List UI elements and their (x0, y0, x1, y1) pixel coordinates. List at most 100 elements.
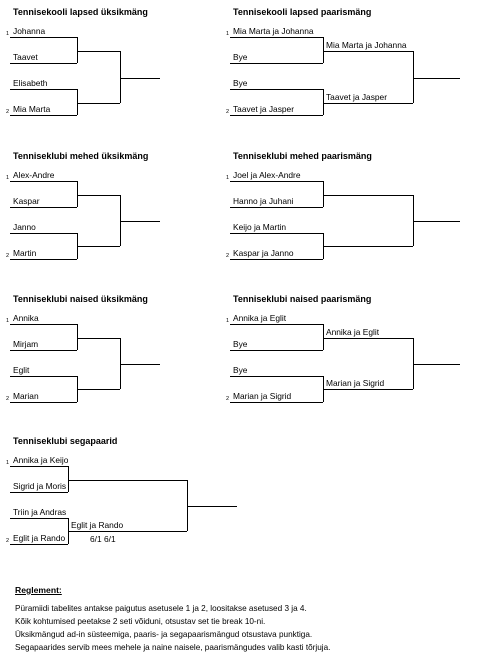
final-line (413, 78, 460, 79)
round1-line (230, 37, 323, 38)
player-name: Eglit ja Rando (13, 533, 66, 543)
round1-line (230, 181, 323, 182)
player-name: Annika ja Keijo (13, 455, 69, 465)
player-name: Marian (13, 391, 39, 401)
player-name: Kaspar ja Janno (233, 248, 294, 258)
semifinal-line (323, 389, 413, 390)
round1-connector (323, 37, 324, 63)
final-line (413, 364, 460, 365)
round1-line (10, 37, 77, 38)
bracket-title: Tennisekooli lapsed üksikmäng (13, 7, 148, 17)
round1-line (230, 350, 323, 351)
semifinal-name: Mia Marta ja Johanna (326, 40, 407, 50)
final-line (413, 221, 460, 222)
semifinal-line (68, 531, 187, 532)
round1-line (230, 402, 323, 403)
player-name: Johanna (13, 26, 46, 36)
semifinal-name: Taavet ja Jasper (326, 92, 387, 102)
round1-line (10, 259, 77, 260)
player-name: Taavet (13, 52, 38, 62)
seed-number: 2 (6, 396, 10, 402)
semifinal-connector (187, 480, 188, 531)
round1-line (10, 89, 77, 90)
round1-line (230, 89, 323, 90)
semifinal-connector (120, 338, 121, 389)
round1-line (10, 350, 77, 351)
semifinal-line (77, 103, 120, 104)
semifinal-line (323, 246, 413, 247)
round1-line (230, 259, 323, 260)
seed-number: 1 (6, 460, 10, 466)
round1-line (10, 544, 68, 545)
semifinal-line (323, 103, 413, 104)
rule-line-3: Üksikmängud ad-in süsteemiga, paaris- ja… (15, 630, 313, 639)
bracket-title: Tenniseklubi mehed paarismäng (233, 151, 372, 161)
round1-line (10, 233, 77, 234)
semifinal-connector (120, 195, 121, 246)
rule-line-4: Segapaarides servib mees mehele ja naine… (15, 643, 331, 652)
semifinal-line (77, 246, 120, 247)
round1-line (10, 376, 77, 377)
semifinal-name: Marian ja Sigrid (326, 378, 385, 388)
semifinal-name: Annika ja Eglit (326, 327, 380, 337)
seed-number: 2 (226, 253, 230, 259)
semifinal-connector (413, 338, 414, 389)
seed-number: 1 (226, 175, 230, 181)
semifinal-connector (413, 51, 414, 103)
semifinal-score: 6/1 6/1 (90, 534, 116, 544)
semifinal-line (77, 338, 120, 339)
round1-line (10, 63, 77, 64)
player-name: Kaspar (13, 196, 40, 206)
player-name: Keijo ja Martin (233, 222, 287, 232)
round1-connector (77, 89, 78, 115)
round1-line (10, 324, 77, 325)
player-name: Bye (233, 339, 248, 349)
semifinal-line (77, 195, 120, 196)
seed-number: 2 (226, 109, 230, 115)
bracket-title: Tenniseklubi segapaarid (13, 436, 118, 446)
player-name: Eglit (13, 365, 30, 375)
player-name: Bye (233, 365, 248, 375)
round1-line (230, 324, 323, 325)
round1-line (10, 115, 77, 116)
round1-line (10, 466, 68, 467)
seed-number: 1 (6, 318, 10, 324)
semifinal-line (77, 51, 120, 52)
rules-heading: Reglement: (15, 585, 62, 595)
bracket-title: Tenniseklubi naised üksikmäng (13, 294, 148, 304)
player-name: Alex-Andre (13, 170, 55, 180)
round1-connector (323, 181, 324, 207)
round1-line (10, 181, 77, 182)
rule-line-2: Kõik kohtumised peetakse 2 seti võiduni,… (15, 617, 266, 626)
semifinal-line (323, 51, 413, 52)
player-name: Mia Marta (13, 104, 51, 114)
player-name: Elisabeth (13, 78, 48, 88)
final-line (187, 506, 237, 507)
final-line (120, 221, 160, 222)
seed-number: 2 (6, 109, 10, 115)
round1-line (10, 492, 68, 493)
bracket-title: Tenniseklubi mehed üksikmäng (13, 151, 149, 161)
player-name: Mia Marta ja Johanna (233, 26, 314, 36)
player-name: Annika (13, 313, 39, 323)
semifinal-connector (120, 51, 121, 103)
seed-number: 2 (6, 538, 10, 544)
semifinal-line (68, 480, 187, 481)
round1-line (10, 207, 77, 208)
round1-connector (323, 89, 324, 115)
player-name: Hanno ja Juhani (233, 196, 294, 206)
semifinal-line (323, 338, 413, 339)
round1-connector (68, 466, 69, 492)
round1-line (230, 376, 323, 377)
semifinal-line (77, 389, 120, 390)
round1-line (230, 207, 323, 208)
player-name: Janno (13, 222, 36, 232)
seed-number: 1 (6, 175, 10, 181)
rule-line-1: Püramiidi tabelites antakse paigutus ase… (15, 604, 307, 613)
player-name: Joel ja Alex-Andre (233, 170, 301, 180)
semifinal-connector (413, 195, 414, 246)
round1-line (230, 115, 323, 116)
player-name: Bye (233, 78, 248, 88)
seed-number: 1 (6, 31, 10, 37)
player-name: Sigrid ja Moris (13, 481, 67, 491)
